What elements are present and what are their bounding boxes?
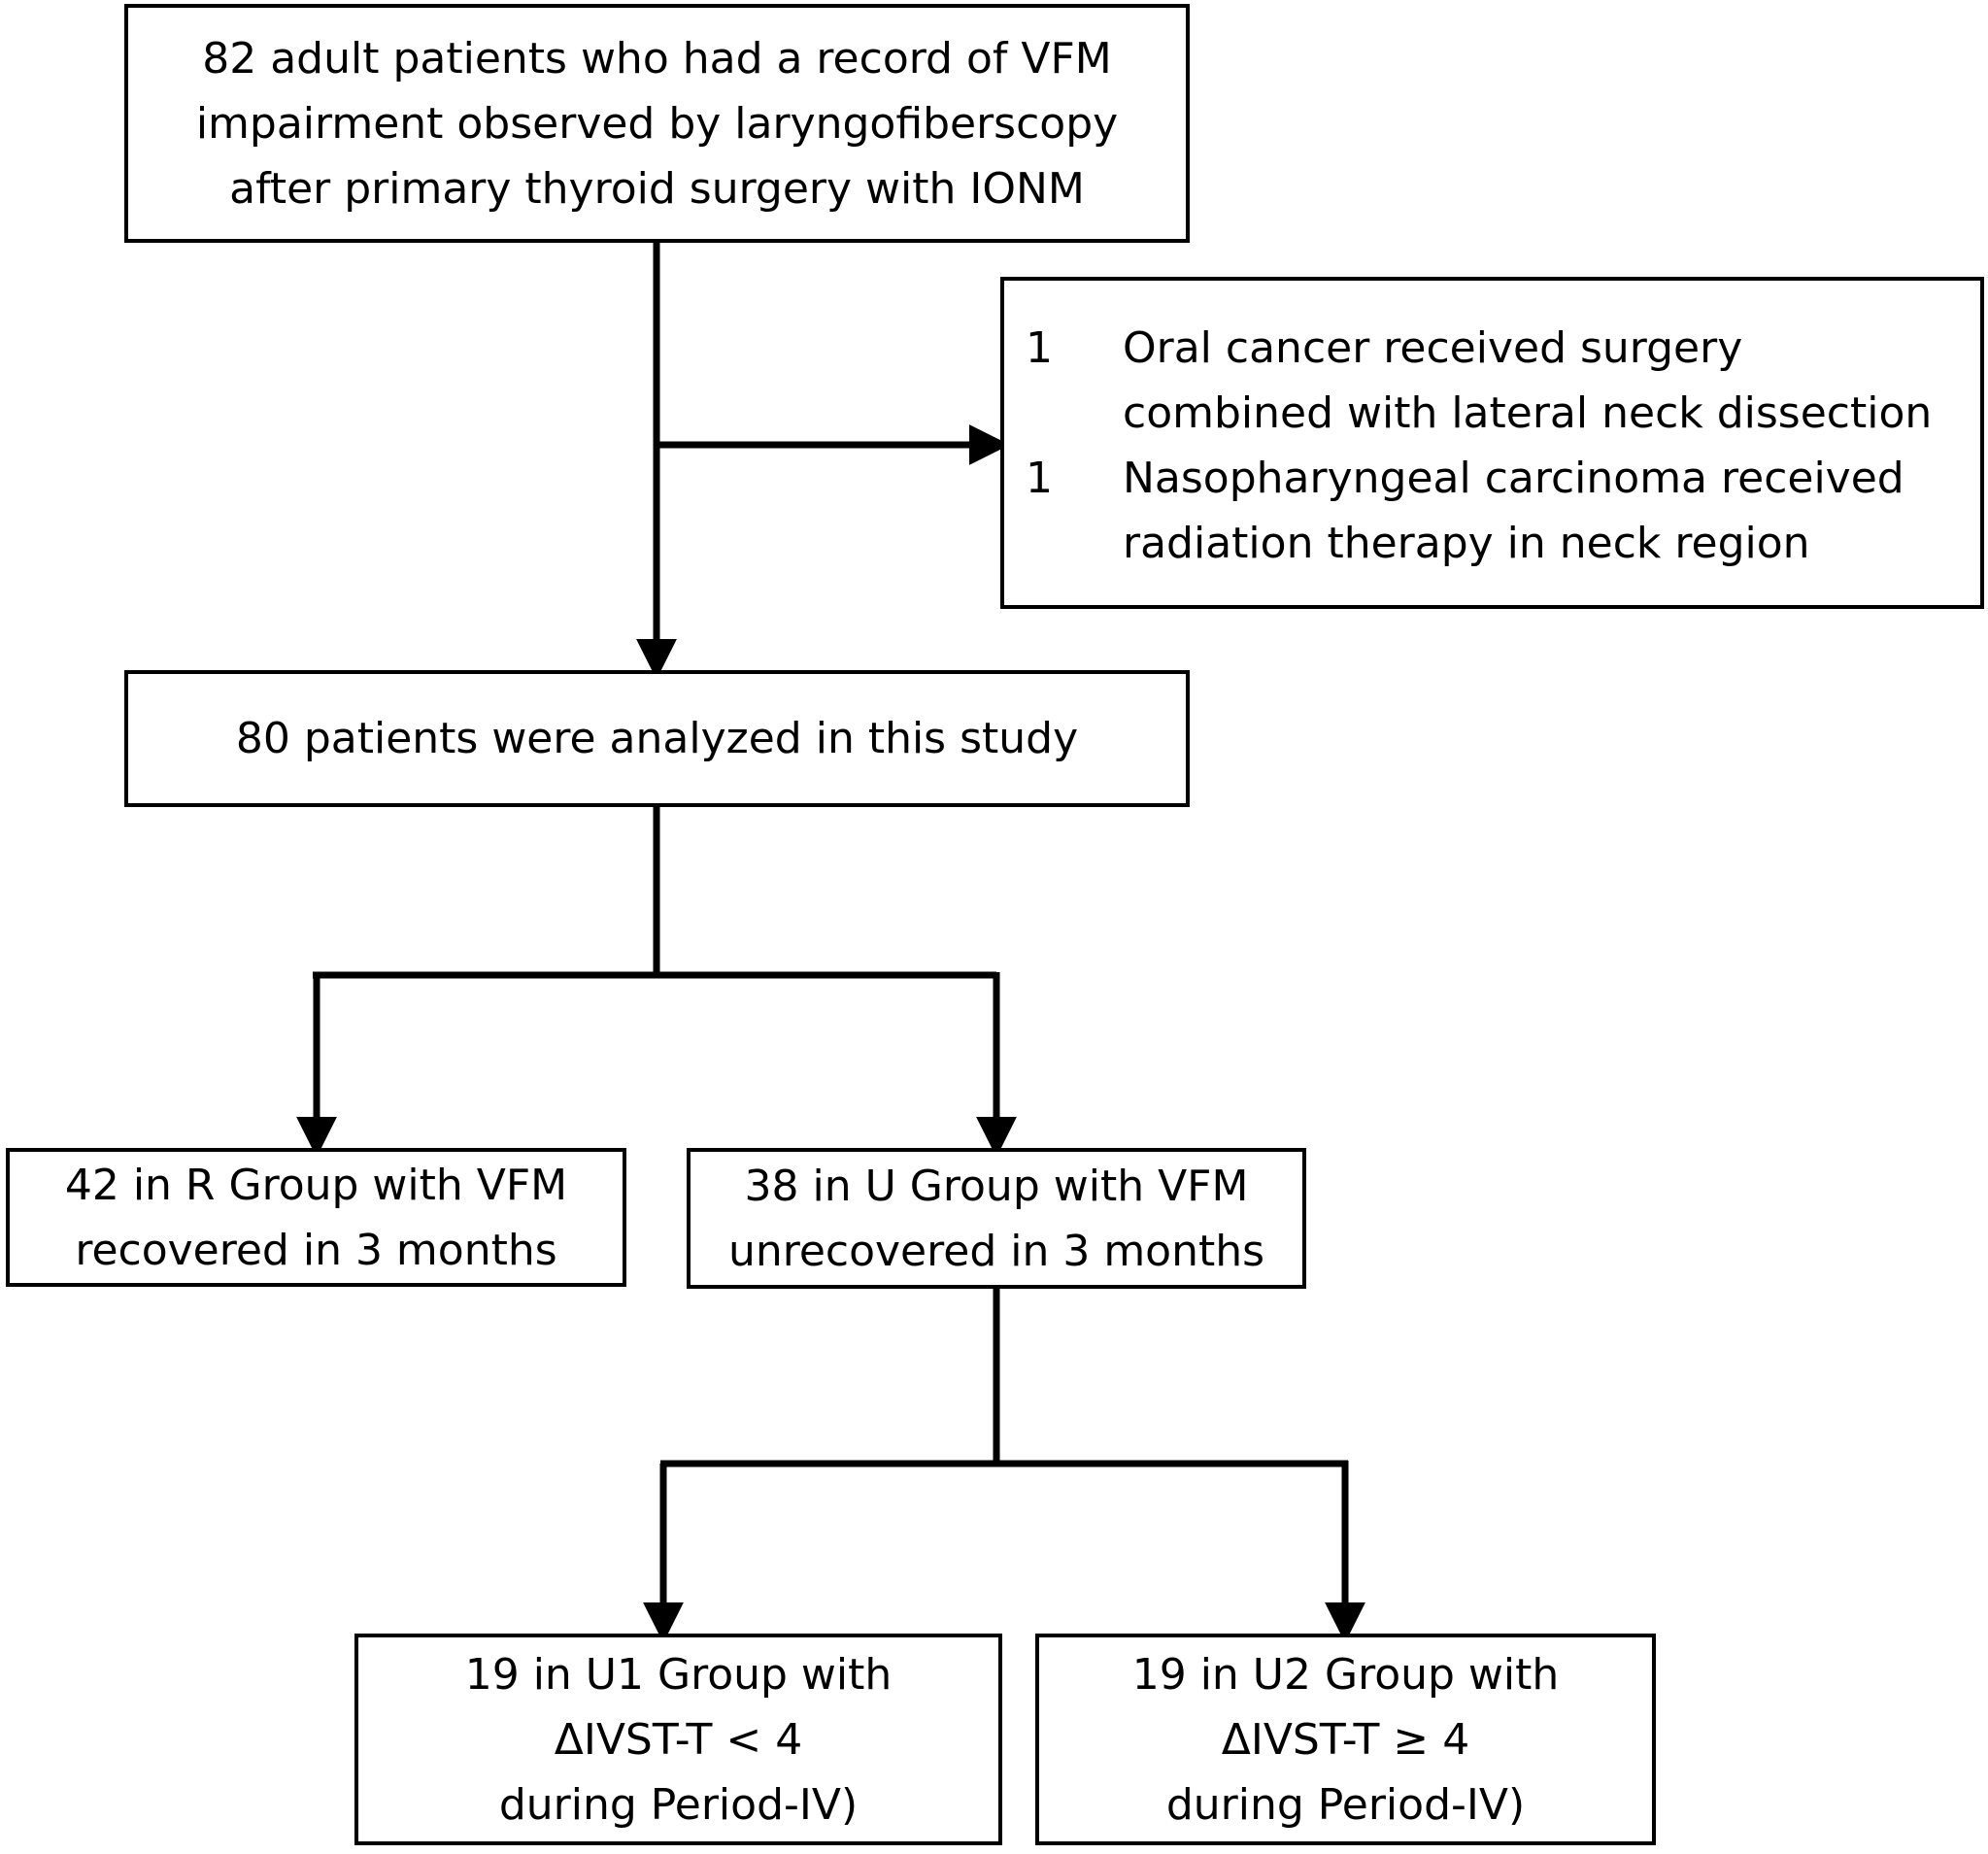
u-group-box: 38 in U Group with VFM unrecovered in 3 … — [687, 1148, 1306, 1289]
start-box: 82 adult patients who had a record of VF… — [124, 4, 1190, 243]
u1-group-line-3: during Period-IV) — [498, 1779, 859, 1830]
exclusion-reason: Oral cancer received surgery combined wi… — [1123, 316, 1932, 446]
u2-group-line-1: 19 in U2 Group with — [1131, 1649, 1560, 1700]
r-group-box: 42 in R Group with VFM recovered in 3 mo… — [6, 1148, 626, 1287]
exclusion-count: 1 — [1026, 323, 1053, 373]
analyzed-line-1: 80 patients were analyzed in this study — [235, 714, 1079, 763]
exclusion-list: 1 Oral cancer received surgery combined … — [1004, 281, 1980, 605]
exclusion-count: 1 — [1026, 454, 1053, 503]
u-group-line-1: 38 in U Group with VFM — [744, 1161, 1249, 1211]
u2-group-box: 19 in U2 Group with ΔIVST-T ≥ 4 during P… — [1035, 1634, 1656, 1845]
r-group-line-2: recovered in 3 months — [75, 1225, 557, 1275]
analyzed-box: 80 patients were analyzed in this study — [124, 670, 1190, 807]
u1-group-box: 19 in U1 Group with ΔIVST-T < 4 during P… — [354, 1634, 1002, 1845]
u-group-line-2: unrecovered in 3 months — [727, 1226, 1265, 1276]
exclusion-reason-line-1: Nasopharyngeal carcinoma received — [1123, 454, 1904, 503]
u2-group-line-3: during Period-IV) — [1165, 1779, 1526, 1830]
exclusion-box: 1 Oral cancer received surgery combined … — [1000, 277, 1984, 609]
exclusion-reason-line-2: combined with lateral neck dissection — [1123, 388, 1933, 438]
start-line-3: after primary thyroid surgery with IONM — [229, 163, 1085, 214]
r-group-line-1: 42 in R Group with VFM — [64, 1160, 568, 1210]
u1-group-line-1: 19 in U1 Group with — [464, 1649, 893, 1700]
exclusion-reason: Nasopharyngeal carcinoma received radiat… — [1123, 446, 1904, 576]
start-line-1: 82 adult patients who had a record of VF… — [202, 33, 1112, 84]
u2-group-line-2: ΔIVST-T ≥ 4 — [1221, 1714, 1470, 1765]
start-line-2: impairment observed by laryngofiberscopy — [195, 98, 1119, 149]
exclusion-reason-line-1: Oral cancer received surgery — [1123, 323, 1743, 373]
exclusion-reason-line-2: radiation therapy in neck region — [1123, 519, 1810, 568]
u1-group-line-2: ΔIVST-T < 4 — [554, 1714, 803, 1765]
